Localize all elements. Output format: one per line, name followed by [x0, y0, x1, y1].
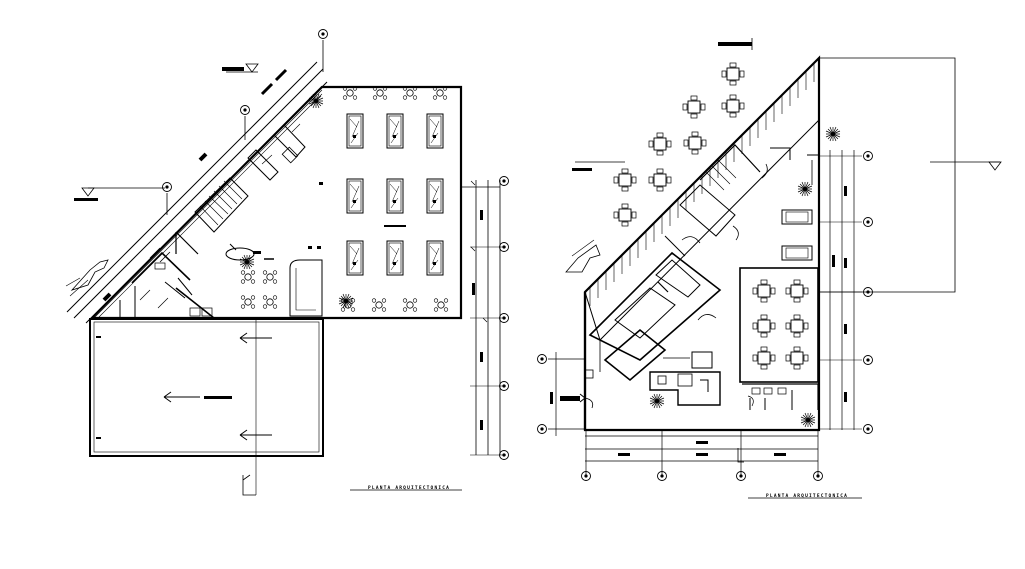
right-building-outline — [583, 55, 821, 432]
left-floor-plan: PLANTA ARQUITECTONICA — [65, 29, 509, 496]
left-building-outline — [89, 85, 463, 320]
left-plan-title: PLANTA ARQUITECTONICA — [368, 485, 450, 491]
left-stairs — [194, 177, 249, 233]
dining-room — [739, 267, 819, 383]
left-parking-area — [89, 318, 324, 457]
right-floor-plan: PLANTA ARQUITECTONICA — [537, 38, 1002, 499]
right-plan-title: PLANTA ARQUITECTONICA — [766, 493, 848, 499]
hatched-wall — [584, 56, 820, 341]
